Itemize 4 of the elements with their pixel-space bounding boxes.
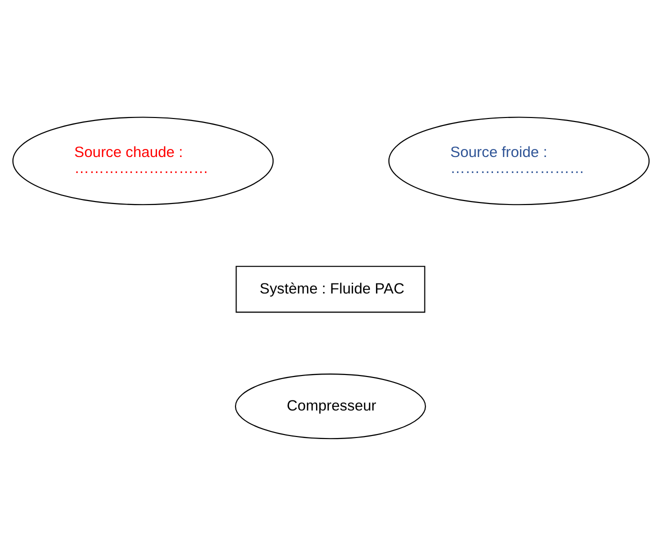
node-ellipse: Source froide : ……………………… <box>388 116 650 205</box>
node-ellipse: Source chaude : ……………………… <box>12 116 274 205</box>
node-box: Système : Fluide PAC <box>236 265 426 312</box>
node-ellipse: Compresseur <box>234 373 426 439</box>
